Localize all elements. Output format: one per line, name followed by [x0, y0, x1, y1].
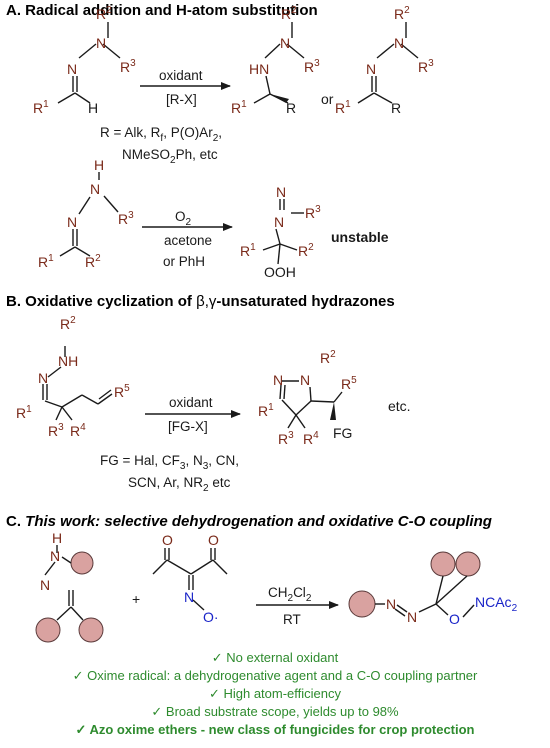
atom: N — [274, 214, 284, 230]
reagent-o2: O2 — [175, 209, 192, 228]
atom-labels: R2 N R3 N R1 H R2 N R3 HN R1 R R2 N R3 N… — [16, 5, 434, 447]
atom: R5 — [341, 375, 357, 392]
atom: O — [449, 611, 460, 627]
substituent-circle — [348, 590, 376, 618]
atom: R1 — [38, 253, 54, 270]
atom: H — [94, 157, 104, 173]
r-definition-1: R = Alk, Rf, P(O)Ar2, — [100, 125, 222, 144]
substituent-circle — [70, 551, 94, 575]
atom: R1 — [16, 404, 32, 421]
section-b-title-pre: B. Oxidative cyclization of — [6, 293, 197, 310]
temperature-rt: RT — [283, 612, 301, 627]
atom: R2 — [394, 5, 410, 22]
atom: R1 — [240, 242, 256, 259]
fg-definition-2: SCN, Ar, NR2 etc — [128, 475, 231, 494]
benefit-item: ✓ High atom-efficiency — [208, 686, 342, 701]
atom: N — [40, 577, 50, 593]
section-a-title: A. Radical addition and H-atom substitut… — [6, 2, 318, 19]
atom: R3 — [120, 58, 136, 75]
atom: R1 — [258, 402, 274, 419]
reagent-rx: [R-X] — [166, 92, 197, 107]
atom: R5 — [114, 383, 130, 400]
atom: N — [300, 372, 310, 388]
atom: R2 — [85, 253, 101, 270]
reagent-fgx: [FG-X] — [168, 419, 208, 434]
atom: N — [407, 609, 417, 625]
atom: N — [38, 370, 48, 386]
atom: O — [208, 532, 219, 548]
atom: HN — [249, 61, 269, 77]
atom: N — [366, 61, 376, 77]
atom: N — [280, 35, 290, 51]
atom: O — [162, 532, 173, 548]
atom: N — [394, 35, 404, 51]
unstable-label: unstable — [331, 229, 389, 245]
atom: N — [273, 372, 283, 388]
or-text: or — [321, 91, 334, 107]
solvent-dcm: CH2Cl2 — [268, 585, 312, 604]
atom: R — [391, 100, 401, 116]
atom: R3 — [48, 422, 64, 439]
atom: N — [386, 596, 396, 612]
atom: R2 — [298, 242, 314, 259]
atom: R3 — [304, 58, 320, 75]
atom: R3 — [278, 430, 294, 447]
atom: N — [184, 589, 194, 605]
atom: N — [50, 548, 60, 564]
atom: R1 — [33, 99, 49, 116]
atom: OOH — [264, 264, 296, 280]
atom: R3 — [118, 210, 134, 227]
reagent-oxidant-b: oxidant — [169, 395, 213, 410]
atom: R2 — [281, 5, 297, 22]
atom: N — [276, 184, 286, 200]
atom: R2 — [60, 315, 76, 332]
etc-label: etc. — [388, 398, 411, 414]
wedge-bonds — [270, 94, 336, 420]
section-c-title-pre: C. — [6, 513, 26, 530]
benefit-item: ✓ Broad substrate scope, yields up to 98… — [151, 704, 399, 719]
atom: R3 — [305, 204, 321, 221]
substituent-circle — [78, 617, 104, 643]
substituent-circle — [455, 551, 481, 577]
solvent-phh: or PhH — [163, 254, 205, 269]
atom: N — [67, 214, 77, 230]
atom: R4 — [70, 422, 86, 439]
conditions: oxidant [R-X] or R = Alk, Rf, P(O)Ar2, N… — [100, 68, 411, 494]
solvent-acetone: acetone — [164, 233, 212, 248]
section-c-title: C. This work: selective dehydrogenation … — [6, 513, 492, 530]
atom: N — [90, 181, 100, 197]
atom: R1 — [335, 99, 351, 116]
atom: R2 — [96, 5, 112, 22]
benefit-item-highlight: ✓ Azo oxime ethers - new class of fungic… — [75, 722, 475, 737]
atom: H — [88, 100, 98, 116]
substituent-circle — [430, 551, 456, 577]
atom: R4 — [303, 430, 319, 447]
benefit-item: ✓ Oxime radical: a dehydrogenative agent… — [72, 668, 478, 683]
atom: FG — [333, 425, 352, 441]
section-c-title-em: This work: selective dehydrogenation and… — [25, 513, 492, 530]
atom: R1 — [231, 99, 247, 116]
atom: R — [286, 100, 296, 116]
atom: R3 — [418, 58, 434, 75]
fg-definition-1: FG = Hal, CF3, N3, CN, — [100, 453, 239, 472]
section-c-drawing: H N N + O O — [35, 530, 518, 643]
section-b-title: B. Oxidative cyclization of β,γ-unsatura… — [6, 293, 395, 310]
reagent-oxidant: oxidant — [159, 68, 203, 83]
plus-sign: + — [132, 591, 140, 607]
atom: NH — [58, 353, 78, 369]
section-b-title-greek: β,γ — [196, 293, 217, 310]
substituent-circle — [35, 617, 61, 643]
bonds — [42, 22, 419, 429]
product-nca: NCAc2 — [475, 594, 518, 614]
r-definition-2: NMeSO2Ph, etc — [122, 147, 218, 166]
atom: R2 — [320, 349, 336, 366]
atom: H — [52, 530, 62, 546]
section-b-title-post: -unsaturated hydrazones — [216, 293, 395, 310]
oxime-radical: O· — [203, 609, 219, 625]
benefit-item: ✓ No external oxidant — [211, 650, 339, 665]
atom: N — [67, 61, 77, 77]
atom: N — [96, 35, 106, 51]
